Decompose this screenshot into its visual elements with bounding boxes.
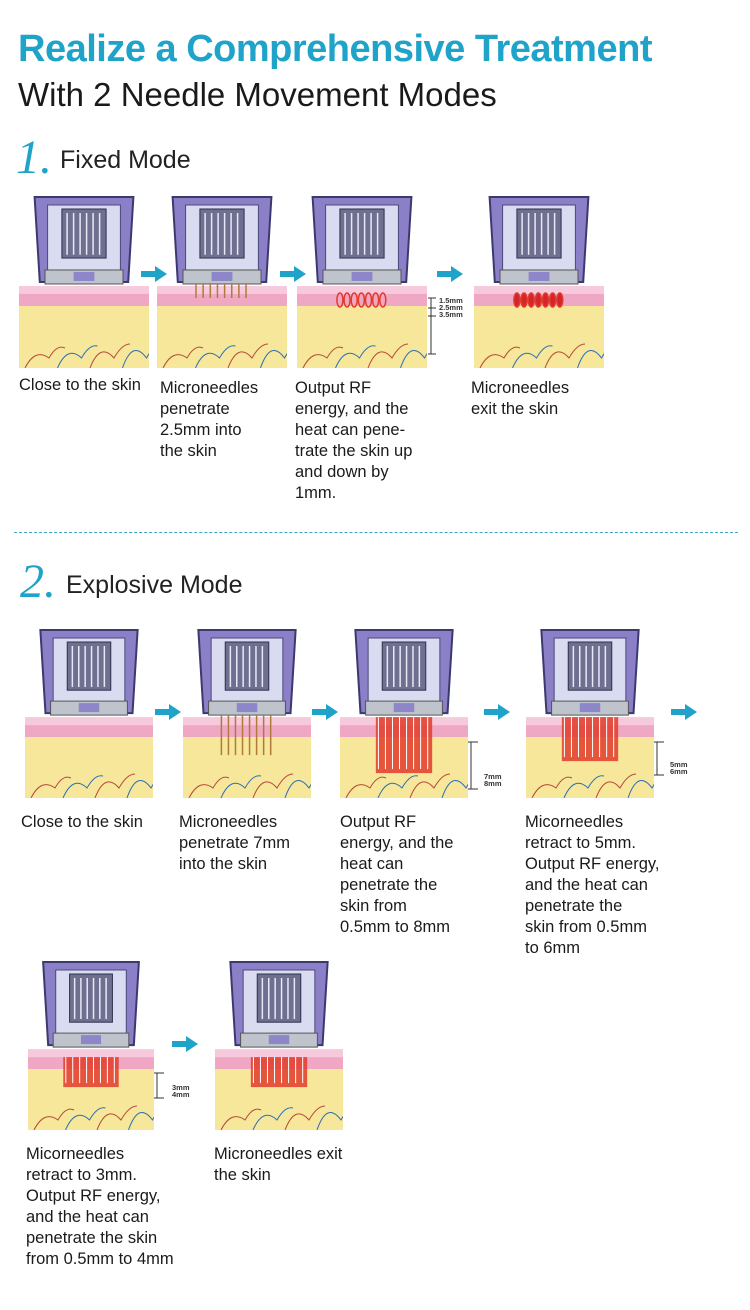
scale-label: 2.5mm bbox=[439, 303, 463, 312]
fixed-step-2-caption: Microneedles penetrate 2.5mm into the sk… bbox=[160, 379, 259, 460]
heat-zone bbox=[343, 292, 351, 308]
needle-cartridge bbox=[256, 973, 302, 1023]
needle-cartridge bbox=[61, 208, 107, 259]
explosive-depth-scale-7-8: 7mm 8mm bbox=[468, 741, 512, 791]
explosive-step-2-caption: Microneedles penetrate 7mm into the skin bbox=[179, 813, 290, 873]
explosive-depth-scale-5-6: 5mm 6mm bbox=[654, 741, 694, 781]
skin-fat-layer bbox=[25, 737, 153, 798]
skin-epidermis bbox=[297, 285, 427, 294]
arrow-right-icon bbox=[155, 704, 181, 720]
heat-zone bbox=[250, 1057, 308, 1088]
needle-cartridge bbox=[381, 641, 427, 691]
section-divider bbox=[14, 532, 738, 533]
explosive-step-1-caption: Close to the skin bbox=[21, 813, 143, 831]
explosive-step-4-caption: Micorneedles retract to 5mm. Output RF e… bbox=[525, 813, 660, 957]
arrow-right-icon bbox=[312, 704, 338, 720]
needle-cartridge bbox=[199, 208, 245, 259]
needle-cartridge bbox=[339, 208, 385, 259]
skin-epidermis bbox=[25, 717, 153, 726]
scale-label: 5mm bbox=[670, 760, 688, 769]
needle-cartridge bbox=[224, 641, 270, 691]
heat-zone bbox=[375, 717, 433, 774]
arrow-right-icon bbox=[484, 704, 510, 720]
scale-label: 8mm bbox=[484, 779, 502, 788]
needle-cartridge bbox=[567, 641, 613, 691]
skin-dermis bbox=[25, 725, 153, 738]
page-subtitle: With 2 Needle Movement Modes bbox=[18, 76, 497, 113]
skin-epidermis bbox=[215, 1049, 343, 1058]
fixed-step-2-image bbox=[157, 195, 287, 368]
explosive-step-1-image bbox=[25, 628, 153, 798]
fixed-depth-scale: 1.5mm 2.5mm 3.5mm bbox=[428, 296, 468, 356]
needle-cartridge bbox=[66, 641, 112, 691]
fixed-step-1-image bbox=[19, 195, 149, 368]
heat-zone bbox=[561, 717, 619, 762]
heat-zone bbox=[350, 292, 358, 308]
skin-fat-layer bbox=[157, 305, 287, 368]
skin-fat-layer bbox=[183, 737, 311, 798]
explosive-step-3-image bbox=[340, 628, 468, 798]
arrow-right-icon bbox=[141, 266, 167, 282]
heat-zone bbox=[541, 292, 550, 308]
skin-fat-layer bbox=[297, 305, 427, 368]
scale-label: 4mm bbox=[172, 1090, 190, 1099]
heat-zone bbox=[63, 1057, 119, 1088]
explosive-step-6-caption: Microneedles exit the skin bbox=[214, 1145, 343, 1184]
heat-zone bbox=[513, 292, 521, 308]
skin-dermis bbox=[19, 293, 149, 306]
scale-label: 3.5mm bbox=[439, 310, 463, 319]
explosive-step-4-image bbox=[526, 628, 654, 798]
skin-epidermis bbox=[28, 1049, 154, 1058]
fixed-step-4-image bbox=[474, 195, 604, 368]
page-title: Realize a Comprehensive Treatment bbox=[18, 28, 652, 70]
arrow-right-icon bbox=[280, 266, 306, 282]
skin-fat-layer bbox=[19, 305, 149, 368]
heat-zone bbox=[520, 292, 528, 308]
arrow-right-icon bbox=[172, 1036, 198, 1052]
explosive-step-5-caption: Micorneedles retract to 3mm. Output RF e… bbox=[26, 1145, 174, 1268]
heat-zone bbox=[527, 292, 535, 308]
needle-cartridge bbox=[69, 973, 113, 1023]
explosive-step-5-image bbox=[28, 960, 154, 1130]
scale-label: 7mm bbox=[484, 772, 502, 781]
fixed-step-4-caption: Microneedles exit the skin bbox=[471, 379, 570, 418]
skin-dermis bbox=[183, 725, 311, 738]
fixed-step-1-caption: Close to the skin bbox=[19, 376, 141, 394]
mode-2-number: 2. bbox=[20, 555, 56, 608]
mode-1-title: Fixed Mode bbox=[60, 146, 191, 174]
fixed-step-3-caption: Output RF energy, and the heat can pene-… bbox=[295, 379, 413, 502]
heat-zone bbox=[379, 292, 387, 308]
skin-epidermis bbox=[157, 285, 287, 294]
arrow-right-icon bbox=[437, 266, 463, 282]
arrow-right-icon bbox=[671, 704, 697, 720]
heat-zone bbox=[357, 292, 366, 308]
scale-label: 6mm bbox=[670, 767, 688, 776]
skin-dermis bbox=[297, 293, 427, 306]
skin-dermis bbox=[157, 293, 287, 306]
heat-zone bbox=[556, 292, 564, 308]
explosive-step-3-caption: Output RF energy, and the heat can penet… bbox=[340, 813, 454, 936]
explosive-step-2-image bbox=[183, 628, 311, 798]
skin-epidermis bbox=[474, 285, 604, 294]
skin-fat-layer bbox=[474, 305, 604, 368]
skin-epidermis bbox=[183, 717, 311, 726]
heat-zone bbox=[548, 292, 557, 308]
explosive-step-6-image bbox=[215, 960, 343, 1130]
heat-zone bbox=[371, 292, 380, 308]
scale-label: 3mm bbox=[172, 1083, 190, 1092]
needle-cartridge bbox=[516, 208, 562, 259]
mode-2-title: Explosive Mode bbox=[66, 571, 243, 599]
explosive-depth-scale-3-4: 3mm 4mm bbox=[154, 1072, 194, 1102]
heat-zone bbox=[534, 292, 543, 308]
skin-epidermis bbox=[19, 285, 149, 294]
heat-zone bbox=[364, 292, 373, 308]
mode-1-number: 1. bbox=[16, 131, 52, 184]
fixed-step-3-image bbox=[297, 195, 427, 368]
heat-zone bbox=[336, 292, 344, 308]
scale-label: 1.5mm bbox=[439, 296, 463, 305]
